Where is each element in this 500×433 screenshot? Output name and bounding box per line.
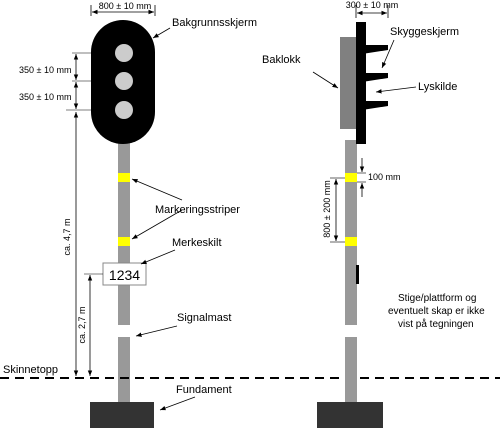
height-sign-label: ca. 2,7 m xyxy=(77,306,87,343)
side-note-line-3: vist på tegningen xyxy=(398,318,474,330)
front-mast-upper xyxy=(118,140,130,325)
stripes-leader-lower xyxy=(131,209,183,240)
hood-top xyxy=(362,45,388,54)
height-signal-label: ca. 4,7 m xyxy=(62,218,72,255)
side-mast-upper xyxy=(345,140,357,325)
background-screen-leader xyxy=(152,27,171,39)
side-mast-lower xyxy=(345,337,357,405)
side-stripe-upper xyxy=(345,173,357,182)
lamp-top xyxy=(115,44,133,62)
sign-leader xyxy=(140,249,176,265)
rail-top-label: Skinnetopp xyxy=(3,364,58,376)
hood-middle xyxy=(362,73,388,82)
side-note-line-2: eventuelt skap er ikke xyxy=(388,306,485,317)
front-mast-lower xyxy=(118,337,130,405)
background-screen-label: Bakgrunnsskjerm xyxy=(172,17,257,29)
front-view: 1234 800 ± 10 mm Bakgrunnsskjerm 350 ± 1… xyxy=(3,1,257,428)
depth-dim-label: 300 ± 10 mm xyxy=(346,0,398,10)
back-cover xyxy=(340,37,361,129)
side-stripe-lower xyxy=(345,237,357,246)
marking-stripe-lower xyxy=(118,237,130,246)
hood-bottom xyxy=(362,101,388,110)
side-note: Stige/plattform og eventuelt skap er ikk… xyxy=(388,293,488,330)
side-note-line-1: Stige/plattform og xyxy=(398,293,476,304)
mast-label: Signalmast xyxy=(177,312,231,324)
lamp-spacing-top-label: 350 ± 10 mm xyxy=(19,65,71,75)
mast-leader xyxy=(135,325,178,337)
side-screen xyxy=(356,22,366,144)
hood-leader xyxy=(381,39,395,69)
foundation-leader xyxy=(159,396,196,411)
light-source-label: Lyskilde xyxy=(418,81,457,93)
hood-label: Skyggeskjerm xyxy=(390,26,459,38)
foundation-label: Fundament xyxy=(176,384,232,396)
stripe-height-label: 100 mm xyxy=(368,172,401,182)
side-sign-edge xyxy=(356,265,359,284)
marking-stripe-upper xyxy=(118,173,130,182)
lamp-spacing-bottom-label: 350 ± 10 mm xyxy=(19,92,71,102)
light-source-leader xyxy=(375,86,417,94)
stripes-label: Markeringsstriper xyxy=(155,204,240,216)
width-dim-label: 800 ± 10 mm xyxy=(99,1,151,11)
sign-number: 1234 xyxy=(109,267,140,283)
back-cover-leader xyxy=(312,71,339,89)
stripe-spacing-label: 800 ± 200 mm xyxy=(322,180,332,237)
sign-label: Merkeskilt xyxy=(172,237,222,249)
side-view: 300 ± 10 mm Skyggeskjerm Lyskilde Baklok… xyxy=(262,0,488,428)
lamp-bottom xyxy=(115,101,133,119)
lamp-middle xyxy=(115,72,133,90)
back-cover-label: Baklokk xyxy=(262,54,301,66)
side-foundation xyxy=(317,402,383,428)
stripes-leader-upper xyxy=(131,178,183,201)
front-foundation xyxy=(90,402,154,428)
